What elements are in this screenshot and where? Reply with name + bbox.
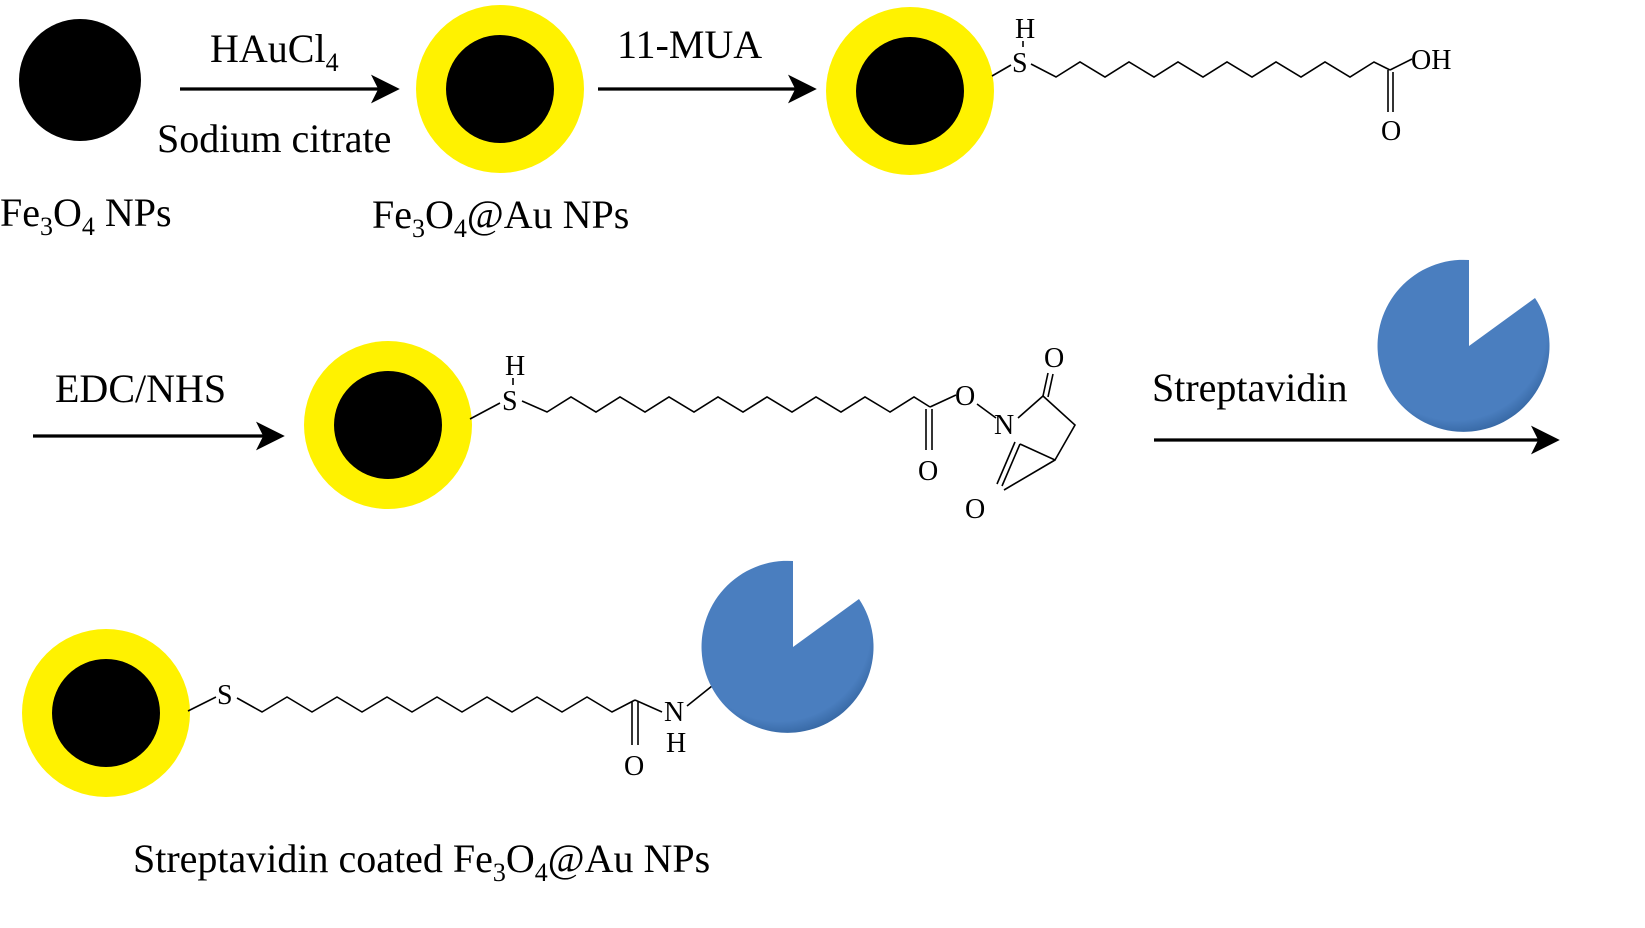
n-protein-bond (686, 685, 713, 707)
fe3o4-core (19, 19, 141, 141)
amide-hydrogen: H (666, 728, 686, 759)
fe3o4-core-1 (446, 35, 554, 143)
reagent-streptavidin: Streptavidin (1152, 365, 1348, 410)
fe3o4-au-label: Fe3O4@Au NPs (372, 192, 629, 243)
thiol-hydrogen-2: H (505, 351, 525, 382)
np-s-bond-1 (991, 64, 1012, 77)
streptavidin-bound (701, 560, 874, 733)
carbonyl-oxygen-1: O (1381, 116, 1401, 147)
alkyl-chain-3 (236, 696, 636, 713)
reagent-11-mua: 11-MUA (617, 22, 762, 67)
sulfur-atom-2: S (502, 386, 518, 417)
streptavidin-reagent (1377, 259, 1550, 432)
alkyl-chain-2 (521, 396, 931, 413)
o-n-bond (976, 403, 997, 419)
c-oh-bond-1 (1389, 58, 1413, 71)
thiol-hydrogen-1: H (1015, 14, 1035, 45)
reagent-sodium-citrate: Sodium citrate (157, 116, 391, 161)
ester-oxygen: O (955, 381, 975, 412)
nhs-nitrogen: N (994, 410, 1014, 441)
nhs-carbonyl-bottom-a (1001, 443, 1021, 487)
nhs-oxygen-top: O (1044, 343, 1064, 374)
sulfur-atom-3: S (217, 680, 233, 711)
np-s-bond-3 (187, 696, 217, 712)
nhs-carbonyl-top-b (1047, 373, 1054, 398)
reagent-haucl4: HAuCl4 (210, 26, 339, 77)
fe3o4-core-4 (52, 659, 160, 767)
fe3o4-core-2 (856, 37, 964, 145)
final-product-label: Streptavidin coated Fe3O4@Au NPs (133, 836, 710, 887)
np-s-bond-2 (469, 402, 501, 420)
hydroxyl-group: OH (1411, 45, 1451, 76)
reagent-edc-nhs: EDC/NHS (55, 366, 226, 411)
nhs-carbonyl-bottom-b (996, 441, 1016, 485)
nhs-bottom-bond (1003, 459, 1056, 491)
amide-nitrogen: N (664, 697, 684, 728)
fe3o4-label: Fe3O4 NPs (0, 190, 172, 241)
fe3o4-core-3 (334, 371, 442, 479)
nhs-oxygen-bottom: O (965, 494, 985, 525)
carbonyl-oxygen-3: O (624, 751, 644, 782)
ester-bond (929, 394, 957, 408)
alkyl-chain-1 (1030, 61, 1391, 78)
carbonyl-oxygen-2: O (918, 456, 938, 487)
nhs-carbonyl-top-a (1042, 372, 1049, 397)
sulfur-atom-1: S (1012, 48, 1028, 79)
nhs-ring (1017, 394, 1077, 462)
amide-bond (634, 699, 663, 713)
